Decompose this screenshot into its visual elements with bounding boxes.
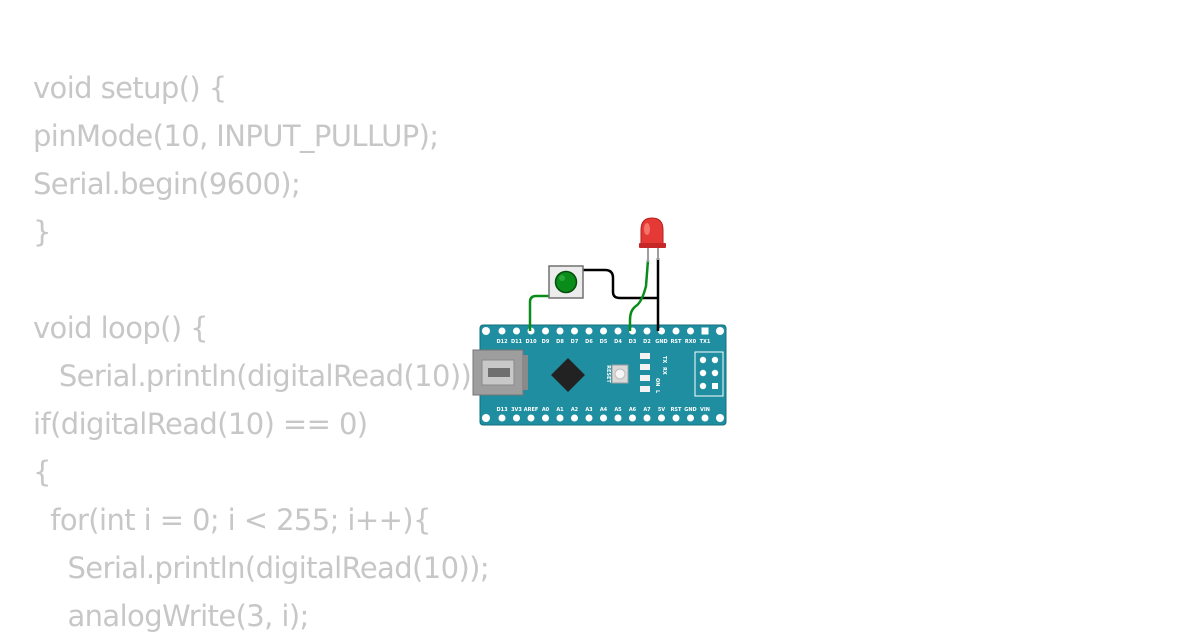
pin-label: D8 — [556, 339, 564, 345]
header-pin[interactable] — [687, 414, 694, 422]
tx-label: TX — [661, 356, 667, 363]
header-pin[interactable] — [701, 414, 709, 422]
code-line: pinMode(10, INPUT_PULLUP); — [33, 119, 439, 153]
pin-label: D4 — [614, 339, 622, 345]
l-label: L — [654, 390, 660, 394]
code-line: void setup() { — [33, 71, 227, 105]
pushbutton[interactable] — [548, 265, 584, 299]
reset-label: RESET — [605, 365, 611, 383]
pin-label: A3 — [585, 407, 593, 413]
pin-label: D5 — [600, 339, 608, 345]
reset-button[interactable] — [611, 364, 629, 384]
code-line: for(int i = 0; i < 255; i++){ — [33, 503, 431, 537]
header-pin[interactable] — [672, 414, 680, 422]
pin-label: A1 — [556, 407, 564, 413]
pin-label: 3V3 — [511, 407, 522, 413]
code-editor[interactable]: void setup() { pinMode(10, INPUT_PULLUP);… — [33, 64, 490, 640]
pin-label: D3 — [629, 339, 637, 345]
header-pin[interactable] — [542, 414, 549, 422]
header-pin[interactable] — [498, 414, 506, 422]
header-pin[interactable] — [513, 327, 520, 335]
wires — [528, 258, 660, 331]
pin-label: TX1 — [700, 339, 711, 345]
header-pin[interactable] — [629, 414, 636, 422]
wire-led-anode — [628, 259, 650, 331]
header-pin[interactable] — [600, 414, 607, 422]
mounting-hole — [716, 414, 724, 422]
wire-button-gnd — [583, 268, 658, 300]
code-line — [33, 256, 489, 304]
pin-label: A7 — [643, 407, 651, 413]
header-pin[interactable] — [658, 414, 665, 422]
pin-label: GND — [684, 407, 696, 413]
pin-label: A5 — [614, 407, 622, 413]
header-pin[interactable] — [643, 414, 651, 422]
header-pin[interactable] — [498, 327, 506, 335]
header-pin[interactable] — [513, 414, 520, 422]
header-pin[interactable] — [571, 327, 578, 335]
code-line: Serial.begin(9600); — [33, 167, 301, 201]
pin-label: D9 — [542, 339, 550, 345]
mounting-hole — [716, 327, 724, 335]
header-pin[interactable] — [556, 414, 564, 422]
board-leds — [640, 353, 650, 392]
mounting-hole — [482, 327, 490, 335]
on-label: ON — [654, 378, 660, 386]
pin-label: D13 — [496, 407, 508, 413]
usb-connector-icon — [472, 349, 528, 396]
wire-button-d10 — [528, 294, 550, 331]
header-pin[interactable] — [600, 327, 607, 335]
header-pin[interactable] — [658, 327, 665, 335]
pin-label: GND — [655, 339, 667, 345]
header-pin[interactable] — [614, 414, 622, 422]
code-line: { — [33, 455, 51, 489]
code-line: Serial.println(digitalRead(10)); — [33, 359, 481, 393]
code-line: analogWrite(3, i); — [33, 599, 309, 633]
header-pin[interactable] — [571, 414, 578, 422]
code-line: Serial.println(digitalRead(10)); — [33, 551, 490, 585]
pin-label: RX0 — [685, 339, 697, 345]
code-line: } — [33, 215, 51, 249]
header-pin[interactable] — [527, 414, 535, 422]
code-line: void loop() { — [33, 311, 209, 345]
header-pin[interactable] — [556, 327, 564, 335]
code-line: if(digitalRead(10) == 0) — [33, 407, 368, 441]
pin-label: A4 — [600, 407, 608, 413]
icsp-header — [694, 351, 724, 397]
pin-label: RST — [671, 407, 682, 413]
pin-label: D2 — [643, 339, 651, 345]
red-led[interactable] — [639, 217, 666, 262]
mounting-hole — [482, 414, 490, 422]
header-pin[interactable] — [585, 327, 593, 335]
header-pin[interactable] — [672, 327, 680, 335]
pin-label: AREF — [524, 407, 539, 413]
pin-label: RST — [671, 339, 682, 345]
pin-label: D12 — [496, 339, 508, 345]
pin-label: D6 — [585, 339, 593, 345]
pin-label: D7 — [571, 339, 579, 345]
pin-label: A2 — [571, 407, 579, 413]
header-pin[interactable] — [687, 327, 694, 335]
pin-label: A0 — [542, 407, 550, 413]
header-pin[interactable] — [643, 327, 651, 335]
header-pin[interactable] — [614, 327, 622, 335]
header-pin[interactable] — [701, 327, 709, 335]
pin-label: A6 — [629, 407, 637, 413]
pin-label: D11 — [511, 339, 523, 345]
rx-label: RX — [661, 367, 667, 375]
pin-label: 5V — [658, 407, 665, 413]
header-pin[interactable] — [585, 414, 593, 422]
pin-label: D10 — [525, 339, 537, 345]
header-pin[interactable] — [542, 327, 549, 335]
pin-label: VIN — [700, 407, 710, 413]
